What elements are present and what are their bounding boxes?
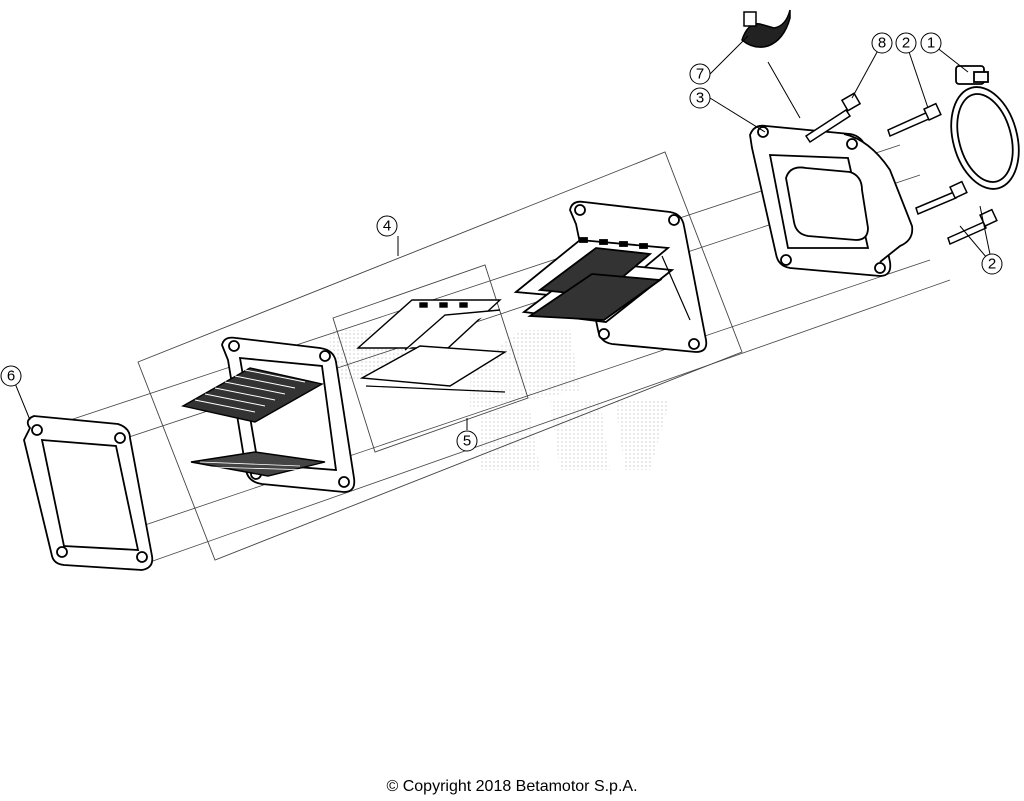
callout-label: 2 (902, 35, 910, 52)
callout-label: 6 (7, 368, 15, 385)
bolt-part-2-lower-b (947, 208, 998, 246)
gasket-part (23, 415, 154, 571)
intake-manifold-part (749, 124, 914, 277)
callout-label: 3 (696, 90, 704, 107)
callout-4: 4 (376, 215, 398, 237)
copyright-notice: © Copyright 2018 Betamotor S.p.A. (386, 778, 638, 795)
callout-2-bottom: 2 (981, 253, 1003, 275)
bolt-part-2-lower-a (915, 180, 968, 216)
bolt-part-2-upper (887, 102, 942, 138)
bolt-part-8 (804, 92, 862, 144)
callout-label: 4 (383, 218, 391, 235)
group-box-reed-valve-assembly (137, 151, 743, 561)
callout-7: 7 (689, 63, 711, 85)
callout-5: 5 (456, 430, 478, 452)
group-box-reed-petals (332, 264, 529, 453)
tie-strap-part (741, 9, 791, 48)
callout-label: 2 (988, 256, 996, 273)
reed-block-cage (513, 200, 708, 353)
callout-label: 8 (878, 35, 886, 52)
callout-label: 5 (463, 433, 471, 450)
watermark (330, 330, 670, 470)
callout-1: 1 (920, 32, 942, 54)
hose-clamp-part (950, 65, 1020, 190)
callout-label: 7 (696, 66, 704, 83)
callout-label: 1 (927, 35, 935, 52)
callout-2-top: 2 (895, 32, 917, 54)
callout-8: 8 (871, 32, 893, 54)
reed-cage-left (181, 367, 326, 477)
reed-petals-part (356, 299, 508, 393)
callout-6: 6 (0, 365, 22, 387)
callout-3: 3 (689, 87, 711, 109)
